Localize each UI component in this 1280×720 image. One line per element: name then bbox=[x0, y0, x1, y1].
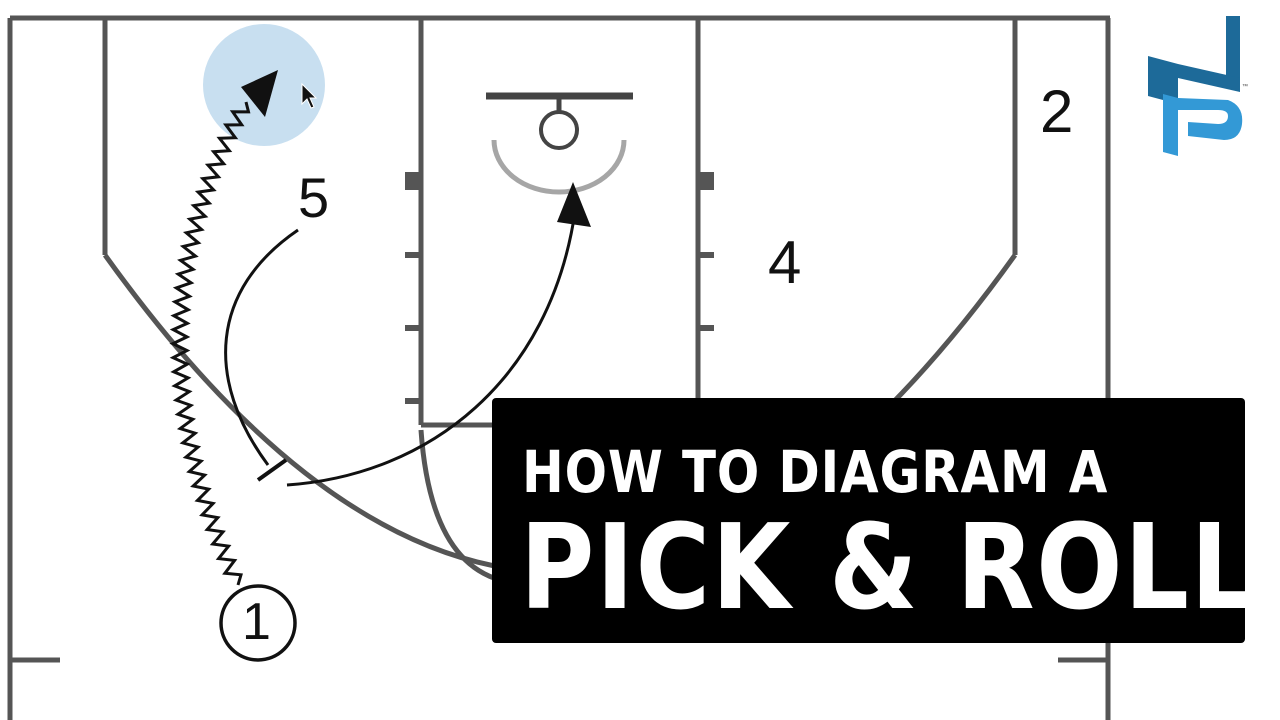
player-2-label: 2 bbox=[1040, 78, 1074, 145]
trademark-mark: ™ bbox=[1242, 84, 1248, 90]
rim bbox=[539, 110, 579, 150]
roll-arrowhead bbox=[557, 182, 591, 227]
roll-path bbox=[286, 211, 577, 487]
lane-hash-right-1 bbox=[698, 252, 714, 258]
dribble-path bbox=[169, 101, 251, 586]
screen-path bbox=[224, 228, 299, 466]
brand-logo-icon bbox=[1148, 16, 1243, 156]
title-line-2: PICK & ROLL bbox=[520, 498, 1258, 636]
title-line-1: HOW TO DIAGRAM A bbox=[522, 438, 1109, 506]
lane-hash-left-1 bbox=[405, 252, 421, 258]
player-4-label: 4 bbox=[768, 229, 802, 296]
mouse-pointer-icon bbox=[301, 82, 318, 109]
lane-hash-right-2 bbox=[698, 325, 714, 331]
lane-hash-left-3 bbox=[405, 398, 421, 404]
screen-bar bbox=[256, 458, 288, 482]
lane-block-left bbox=[405, 172, 421, 190]
lane-marks bbox=[405, 172, 714, 404]
lane-hash-left-2 bbox=[405, 325, 421, 331]
restricted-area-arc bbox=[491, 139, 627, 195]
player-5-label: 5 bbox=[298, 166, 330, 229]
basket bbox=[486, 92, 633, 195]
free-throw-circle bbox=[418, 429, 501, 583]
player-1-ring bbox=[219, 584, 297, 662]
lane-block-right bbox=[698, 172, 714, 190]
player-1-label: 1 bbox=[242, 593, 271, 651]
dribble-arrowhead bbox=[241, 70, 278, 117]
title-panel: HOW TO DIAGRAM A PICK & ROLL bbox=[492, 398, 1255, 643]
